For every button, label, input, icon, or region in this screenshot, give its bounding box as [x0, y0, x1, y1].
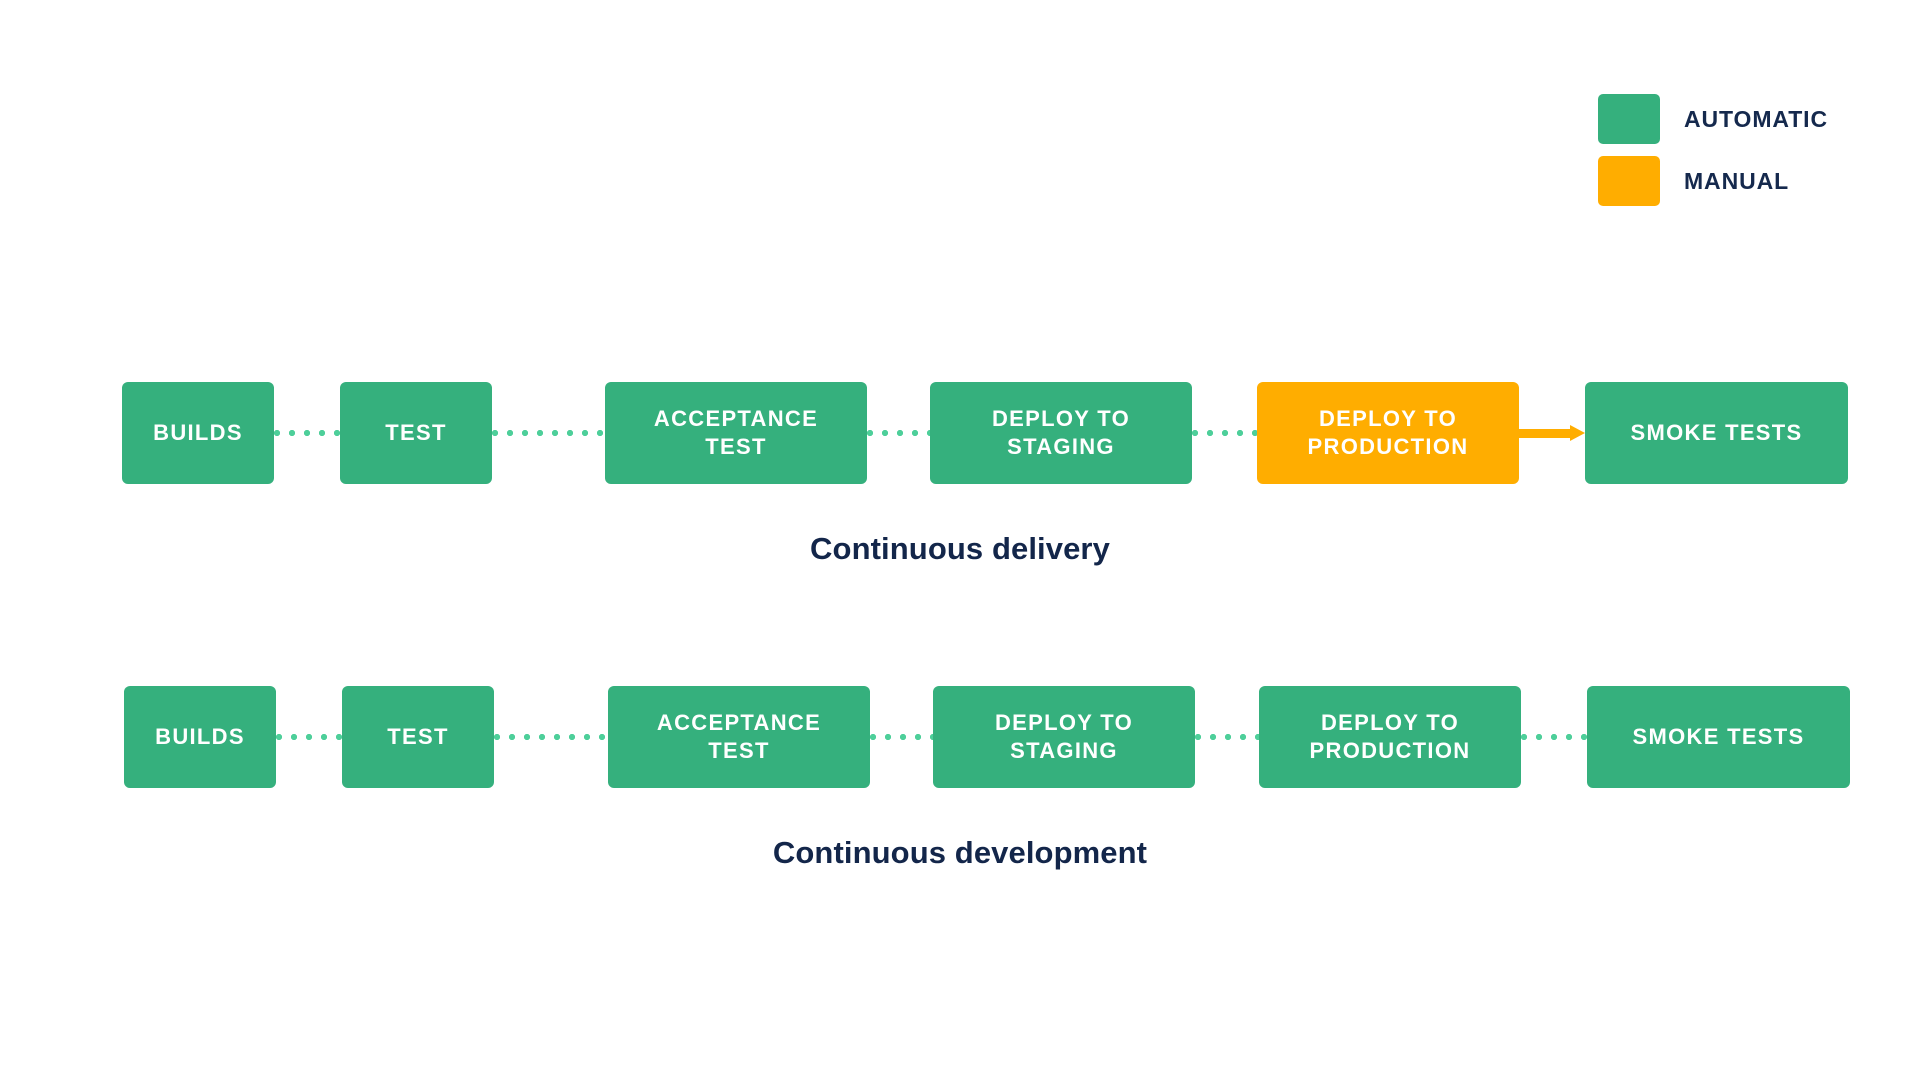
legend-swatch-automatic: [1598, 94, 1660, 144]
stage-box-smoke-tests[interactable]: SMOKE TESTS: [1587, 686, 1850, 788]
connector-dotted: [870, 731, 933, 743]
legend-item-manual: MANUAL: [1598, 150, 1898, 212]
stage-box-test[interactable]: TEST: [340, 382, 492, 484]
stage-box-builds[interactable]: BUILDS: [122, 382, 274, 484]
stage-label: DEPLOY TO STAGING: [991, 406, 1131, 459]
connector-arrow: [1519, 425, 1585, 441]
connector-dotted: [494, 731, 608, 743]
pipeline-caption-continuous-delivery: Continuous delivery: [810, 531, 1110, 566]
stage-label: DEPLOY TO PRODUCTION: [1307, 406, 1469, 459]
connector-dotted: [276, 731, 342, 743]
arrow-head-icon: [1570, 425, 1585, 441]
stage-box-builds[interactable]: BUILDS: [124, 686, 276, 788]
connector-dotted: [1195, 731, 1259, 743]
stage-label: TEST: [385, 420, 447, 446]
stage-label: SMOKE TESTS: [1630, 420, 1803, 446]
stage-box-test[interactable]: TEST: [342, 686, 494, 788]
stage-box-deploy-to-staging[interactable]: DEPLOY TO STAGING: [933, 686, 1195, 788]
stage-box-acceptance-test[interactable]: ACCEPTANCE TEST: [605, 382, 867, 484]
stage-box-deploy-to-staging[interactable]: DEPLOY TO STAGING: [930, 382, 1192, 484]
connector-dotted: [492, 427, 605, 439]
legend-label-manual: MANUAL: [1684, 167, 1790, 194]
stage-label: TEST: [387, 724, 449, 750]
stage-box-smoke-tests[interactable]: SMOKE TESTS: [1585, 382, 1848, 484]
stage-row: BUILDS TEST ACCEPTANCE TEST DEPLOY TO STAGI…: [0, 382, 1920, 484]
stage-row: BUILDS TEST ACCEPTANCE TEST DEPLOY TO STAGI…: [0, 686, 1920, 788]
stage-box-acceptance-test[interactable]: ACCEPTANCE TEST: [608, 686, 870, 788]
stage-label: BUILDS: [153, 420, 243, 446]
stage-label: ACCEPTANCE TEST: [653, 406, 819, 459]
arrow-shaft-icon: [1519, 429, 1570, 438]
legend-swatch-manual: [1598, 156, 1660, 206]
connector-dotted: [1192, 427, 1257, 439]
stage-box-deploy-to-production[interactable]: DEPLOY TO PRODUCTION: [1259, 686, 1521, 788]
stage-box-deploy-to-production[interactable]: DEPLOY TO PRODUCTION: [1257, 382, 1519, 484]
stage-label: BUILDS: [155, 724, 245, 750]
legend: AUTOMATIC MANUAL: [1598, 88, 1898, 212]
connector-dotted: [867, 427, 930, 439]
stage-label: DEPLOY TO STAGING: [994, 710, 1134, 763]
stage-label: ACCEPTANCE TEST: [656, 710, 822, 763]
legend-label-automatic: AUTOMATIC: [1684, 105, 1828, 132]
connector-dotted: [1521, 731, 1587, 743]
connector-dotted: [274, 427, 340, 439]
stage-label: DEPLOY TO PRODUCTION: [1309, 710, 1471, 763]
legend-item-automatic: AUTOMATIC: [1598, 88, 1898, 150]
pipeline-caption-continuous-development: Continuous development: [772, 835, 1148, 870]
stage-label: SMOKE TESTS: [1632, 724, 1805, 750]
